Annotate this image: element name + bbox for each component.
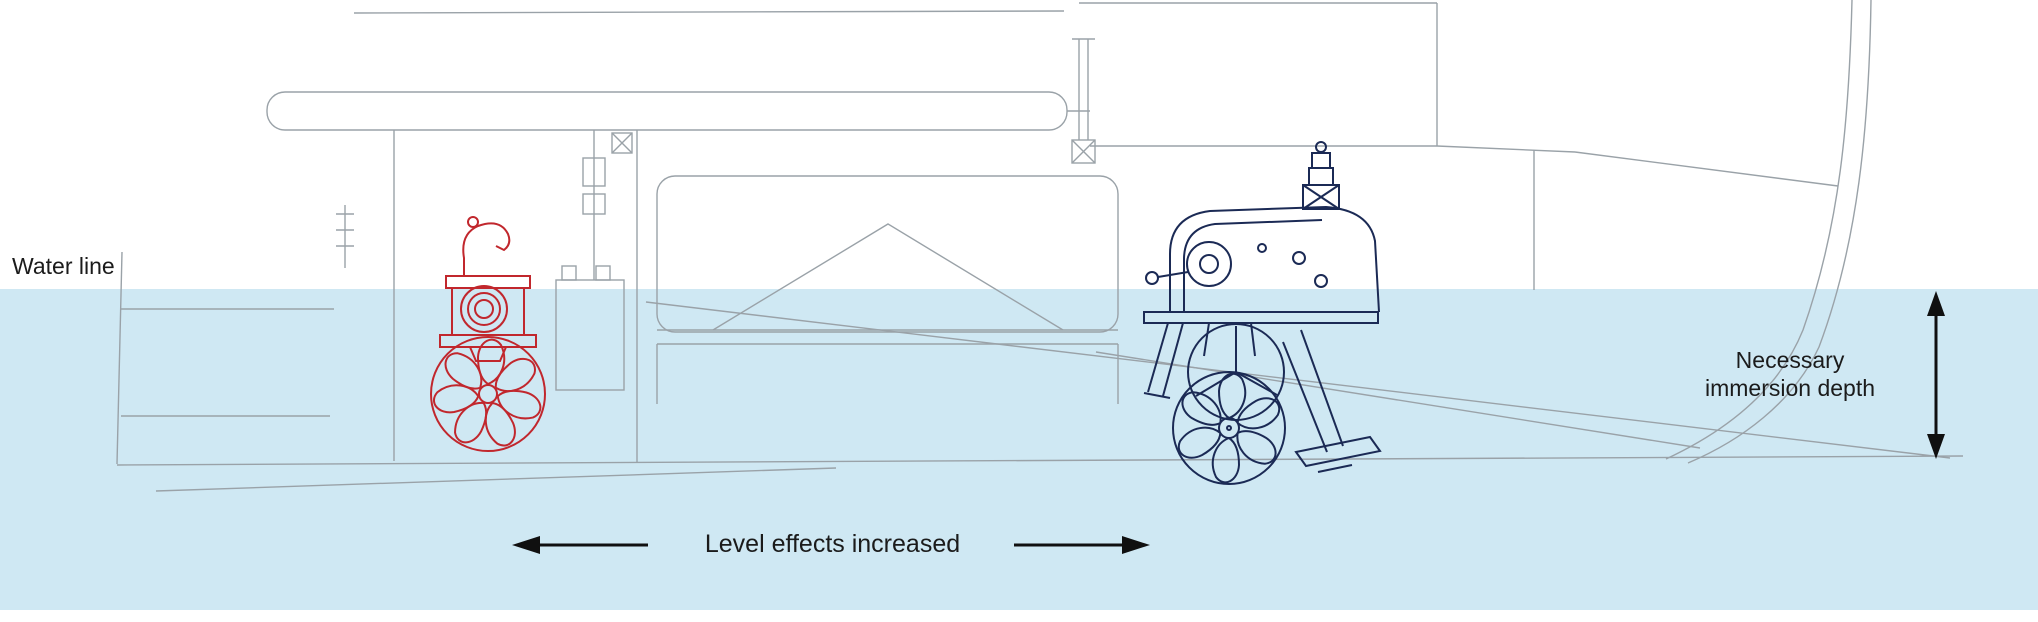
immersion-depth-line2: immersion depth — [1704, 375, 1876, 401]
hull-linework — [116, 0, 1964, 492]
level-effects-arrows — [512, 536, 1150, 554]
azimuth-thruster-drawing — [1143, 141, 1382, 485]
immersion-depth-arrow — [1927, 291, 1945, 459]
level-effects-label: Level effects increased — [704, 530, 961, 558]
azimuth-thruster-propeller — [1172, 371, 1286, 485]
water-area — [0, 289, 2038, 610]
bow-thruster-propeller — [430, 336, 546, 452]
immersion-depth-line1: Necessary — [1735, 347, 1845, 373]
water-line-label: Water line — [12, 253, 115, 279]
immersion-depth-label: Necessary immersion depth — [1645, 346, 1935, 402]
bow-thruster-drawing — [430, 216, 546, 452]
